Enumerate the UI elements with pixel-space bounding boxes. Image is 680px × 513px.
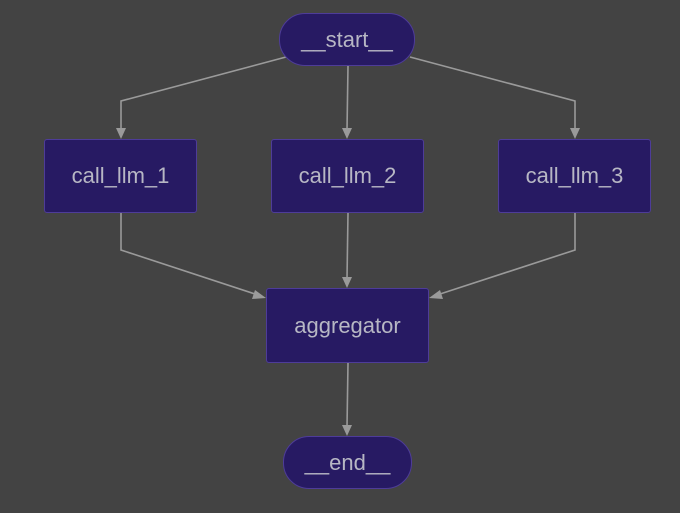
node-label: call_llm_1 bbox=[71, 163, 170, 188]
node-label: call_llm_2 bbox=[298, 163, 397, 188]
edge-call-llm-3-to-aggregator bbox=[429, 213, 576, 299]
node-label: aggregator bbox=[294, 312, 401, 338]
node-call-llm-2[interactable]: call_llm_2 bbox=[271, 139, 424, 213]
node-label: __end__ bbox=[304, 449, 391, 475]
edge-start-to-call-llm-2 bbox=[342, 65, 352, 139]
node-label: call_llm_3 bbox=[525, 163, 624, 188]
edge-start-to-call-llm-1 bbox=[116, 56, 287, 139]
node-call-llm-3[interactable]: call_llm_3 bbox=[498, 139, 651, 213]
node-end[interactable]: __end__ bbox=[283, 436, 412, 489]
edge-call-llm-2-to-aggregator bbox=[342, 212, 352, 288]
edge-start-to-call-llm-3 bbox=[409, 56, 580, 139]
node-start[interactable]: __start__ bbox=[279, 13, 415, 66]
edge-aggregator-to-end bbox=[342, 362, 352, 436]
node-call-llm-1[interactable]: call_llm_1 bbox=[44, 139, 197, 213]
node-aggregator[interactable]: aggregator bbox=[266, 288, 429, 363]
node-label: __start__ bbox=[301, 26, 393, 52]
edge-call-llm-1-to-aggregator bbox=[120, 213, 266, 299]
